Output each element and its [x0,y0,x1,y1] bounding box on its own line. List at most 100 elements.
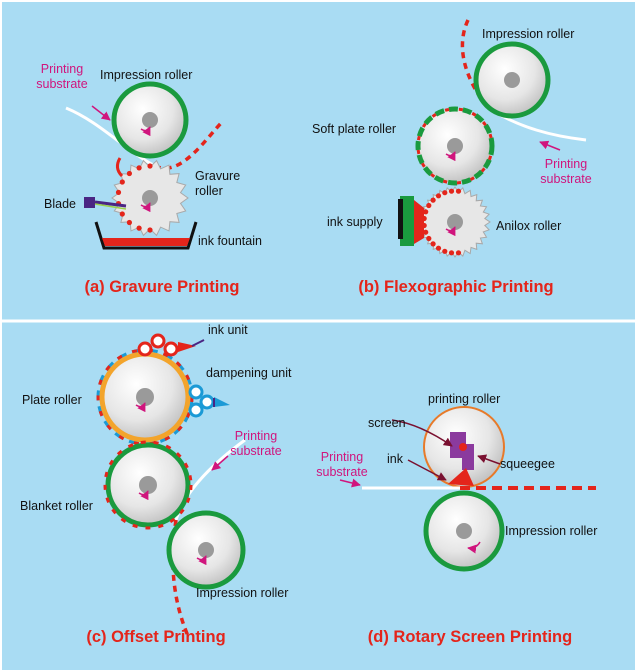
offset-substrate-label-2: substrate [230,444,281,458]
gravure-roller-ink-cell [119,211,125,217]
ink-supply [400,196,414,246]
anilox-roller-ink-cell [435,193,442,199]
gravure-roller-label-1: Gravure [195,169,240,183]
anilox-roller-ink-cell [426,235,432,242]
ink-pointer [407,459,447,481]
gravure-impression-rotation [140,126,151,137]
dampening-unit-label: dampening unit [206,366,292,380]
ink-fountain-label: ink fountain [198,234,262,248]
flexo-substrate-out [460,19,490,110]
offset-substrate-label-1: Printing [235,429,277,443]
dampening-roller-3 [188,402,204,418]
anilox-roller-ink-cell [448,188,455,194]
anilox-roller-ink-cell [442,190,448,196]
anilox-roller-ink-cell [423,229,429,235]
anilox-roller-ink-cell [448,250,455,256]
offset-impression-rotation [196,555,207,566]
screen-substrate-arrow [339,478,361,488]
caption-rotary-screen: (d) Rotary Screen Printing [368,628,572,646]
ink-supply-back [398,199,403,239]
ink-unit-label: ink unit [208,323,248,337]
gravure-roller-ink-cell [126,219,132,226]
panel-flexographic: Impression roller Soft plate roller Prin… [312,19,592,296]
gravure-roller-ink-cell [147,227,153,233]
blade-label: Blade [44,197,76,211]
screen-label: screen [368,416,406,430]
anilox-roller-ink-cell [430,241,436,247]
blade-edge [94,200,127,208]
ink-supply-label: ink supply [327,215,383,229]
plate-rotation [135,402,146,413]
screen-impression-label: Impression roller [505,524,597,538]
dampening-roller-2 [199,394,215,410]
offset-impression-hub [198,542,214,558]
gravure-impression-label: Impression roller [100,68,192,82]
anilox-roller-ink-cell [430,197,436,203]
gravure-impression-hub [142,112,158,128]
gravure-substrate-arrow [91,105,111,121]
anilox-roller-hub [447,214,463,230]
flexo-substrate-label-2: substrate [540,172,591,186]
squeegee [450,432,474,470]
gravure-roller-ink-arc [115,157,124,178]
blanket-roller-hub [139,476,157,494]
panel-gravure: Printing substrate Impression roller Gra… [36,62,262,296]
anilox-roller-ink-cell [442,248,448,254]
offset-impression-label: Impression roller [196,586,288,600]
panel-offset: ink unit dampening unit Plate roller Pri… [20,323,292,646]
anilox-label: Anilox roller [496,219,561,233]
flexo-substrate-label-1: Printing [545,157,587,171]
screen-impression-rotation [467,541,481,554]
flexo-impression-hub [504,72,520,88]
flexo-impression-label: Impression roller [482,27,574,41]
plate-roller-hub [136,388,154,406]
gravure-roller-hub [142,190,158,206]
anilox-roller-ink-cell [455,188,462,194]
dampening-roller-1 [188,384,204,400]
gravure-roller-label-2: roller [195,184,223,198]
ink-unit-roller-1 [137,341,153,357]
ink-label: ink [387,452,404,466]
gravure-substrate-label-2: substrate [36,77,87,91]
dampening-tray [214,397,230,407]
anilox-roller-ink-cell [423,209,429,215]
gravure-roller-ink-cell [115,189,122,195]
blanket-roller-ink [103,440,193,530]
anilox-roller-ink-cell [435,245,442,251]
gravure-roller-rotation [140,202,151,213]
gravure-roller-ink-cell [136,225,142,231]
squeegee-label: squeegee [500,457,555,471]
gravure-substrate-out [154,120,224,170]
soft-plate-label: Soft plate roller [312,122,396,136]
caption-gravure: (a) Gravure Printing [85,278,240,296]
blade [84,197,95,208]
ink-unit-pointer [191,339,205,347]
blanket-rotation [138,490,149,501]
gravure-roller-ink-cell [136,165,142,171]
gravure-roller [111,159,189,237]
gravure-substrate-in [65,106,156,168]
caption-flexographic: (b) Flexographic Printing [358,278,553,296]
anilox-roller-ink-cell [455,250,462,256]
ink-puddle [448,468,474,486]
printing-roller-axis [459,443,467,451]
ink-unit-roller-3 [163,341,179,357]
printing-roller-label: printing roller [428,392,500,406]
gravure-roller-ink-cell [147,163,153,169]
ink-supply-ink [414,200,424,244]
gravure-roller-ink-cell [119,179,125,185]
anilox-roller [419,186,491,258]
anilox-roller-ink-cell [426,202,432,209]
screen-pointer [391,419,453,447]
anilox-roller-rotation [445,226,456,237]
soft-plate-rotation [445,151,456,162]
plate-roller-label: Plate roller [22,393,82,407]
gravure-substrate-label-1: Printing [41,62,83,76]
flexo-substrate-arrow [539,140,561,151]
ink-fountain-ink [102,238,190,246]
gravure-roller-ink-cell [126,170,132,177]
screen-impression-hub [456,523,472,539]
